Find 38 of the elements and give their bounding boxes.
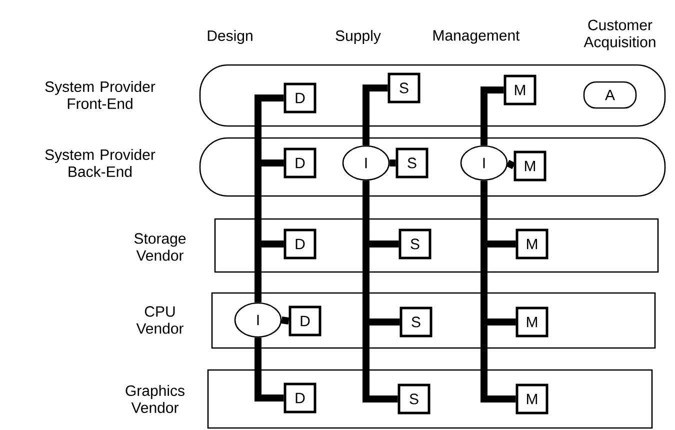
letter-box: M — [516, 228, 548, 260]
letter-box: S — [398, 384, 430, 414]
letter-box: D — [284, 82, 316, 114]
letter-box: M — [504, 74, 536, 106]
bus-line — [281, 316, 290, 324]
letter-box: M — [514, 150, 546, 182]
column-heading: Customer Acquisition — [584, 20, 656, 50]
letter-box: M — [516, 384, 548, 414]
column-heading: Management — [433, 30, 520, 44]
bus-line — [362, 318, 400, 402]
letter-box: S — [398, 228, 432, 260]
rounded-band — [199, 64, 666, 127]
column-heading: Design — [208, 30, 252, 44]
bus-line — [506, 160, 516, 170]
bus-line — [390, 160, 396, 166]
letter-box: D — [284, 148, 316, 178]
row-band — [207, 369, 653, 429]
letter-box: M — [516, 306, 548, 338]
row-label: Graphics Vendor — [126, 384, 184, 413]
row-label: System Provider Front-End — [45, 80, 156, 109]
bus-line — [254, 338, 284, 402]
bus-line — [480, 318, 516, 402]
letter-box: D — [284, 382, 316, 414]
rounded-band — [199, 137, 666, 197]
row-label: System Provider Back-End — [45, 148, 156, 177]
row-band — [211, 292, 656, 349]
bus-line — [254, 240, 284, 302]
letter-box: D — [288, 306, 322, 336]
letter-box: S — [396, 148, 428, 178]
letter-box: S — [388, 72, 420, 104]
letter-box: S — [400, 306, 432, 338]
row-label: Storage Vendor — [134, 233, 186, 261]
row-band — [214, 218, 659, 273]
letter-box: D — [284, 228, 316, 260]
bus-line — [480, 86, 504, 146]
row-label: CPU Vendor — [136, 306, 184, 334]
bus-line — [362, 84, 388, 146]
column-heading: Supply — [336, 30, 381, 44]
